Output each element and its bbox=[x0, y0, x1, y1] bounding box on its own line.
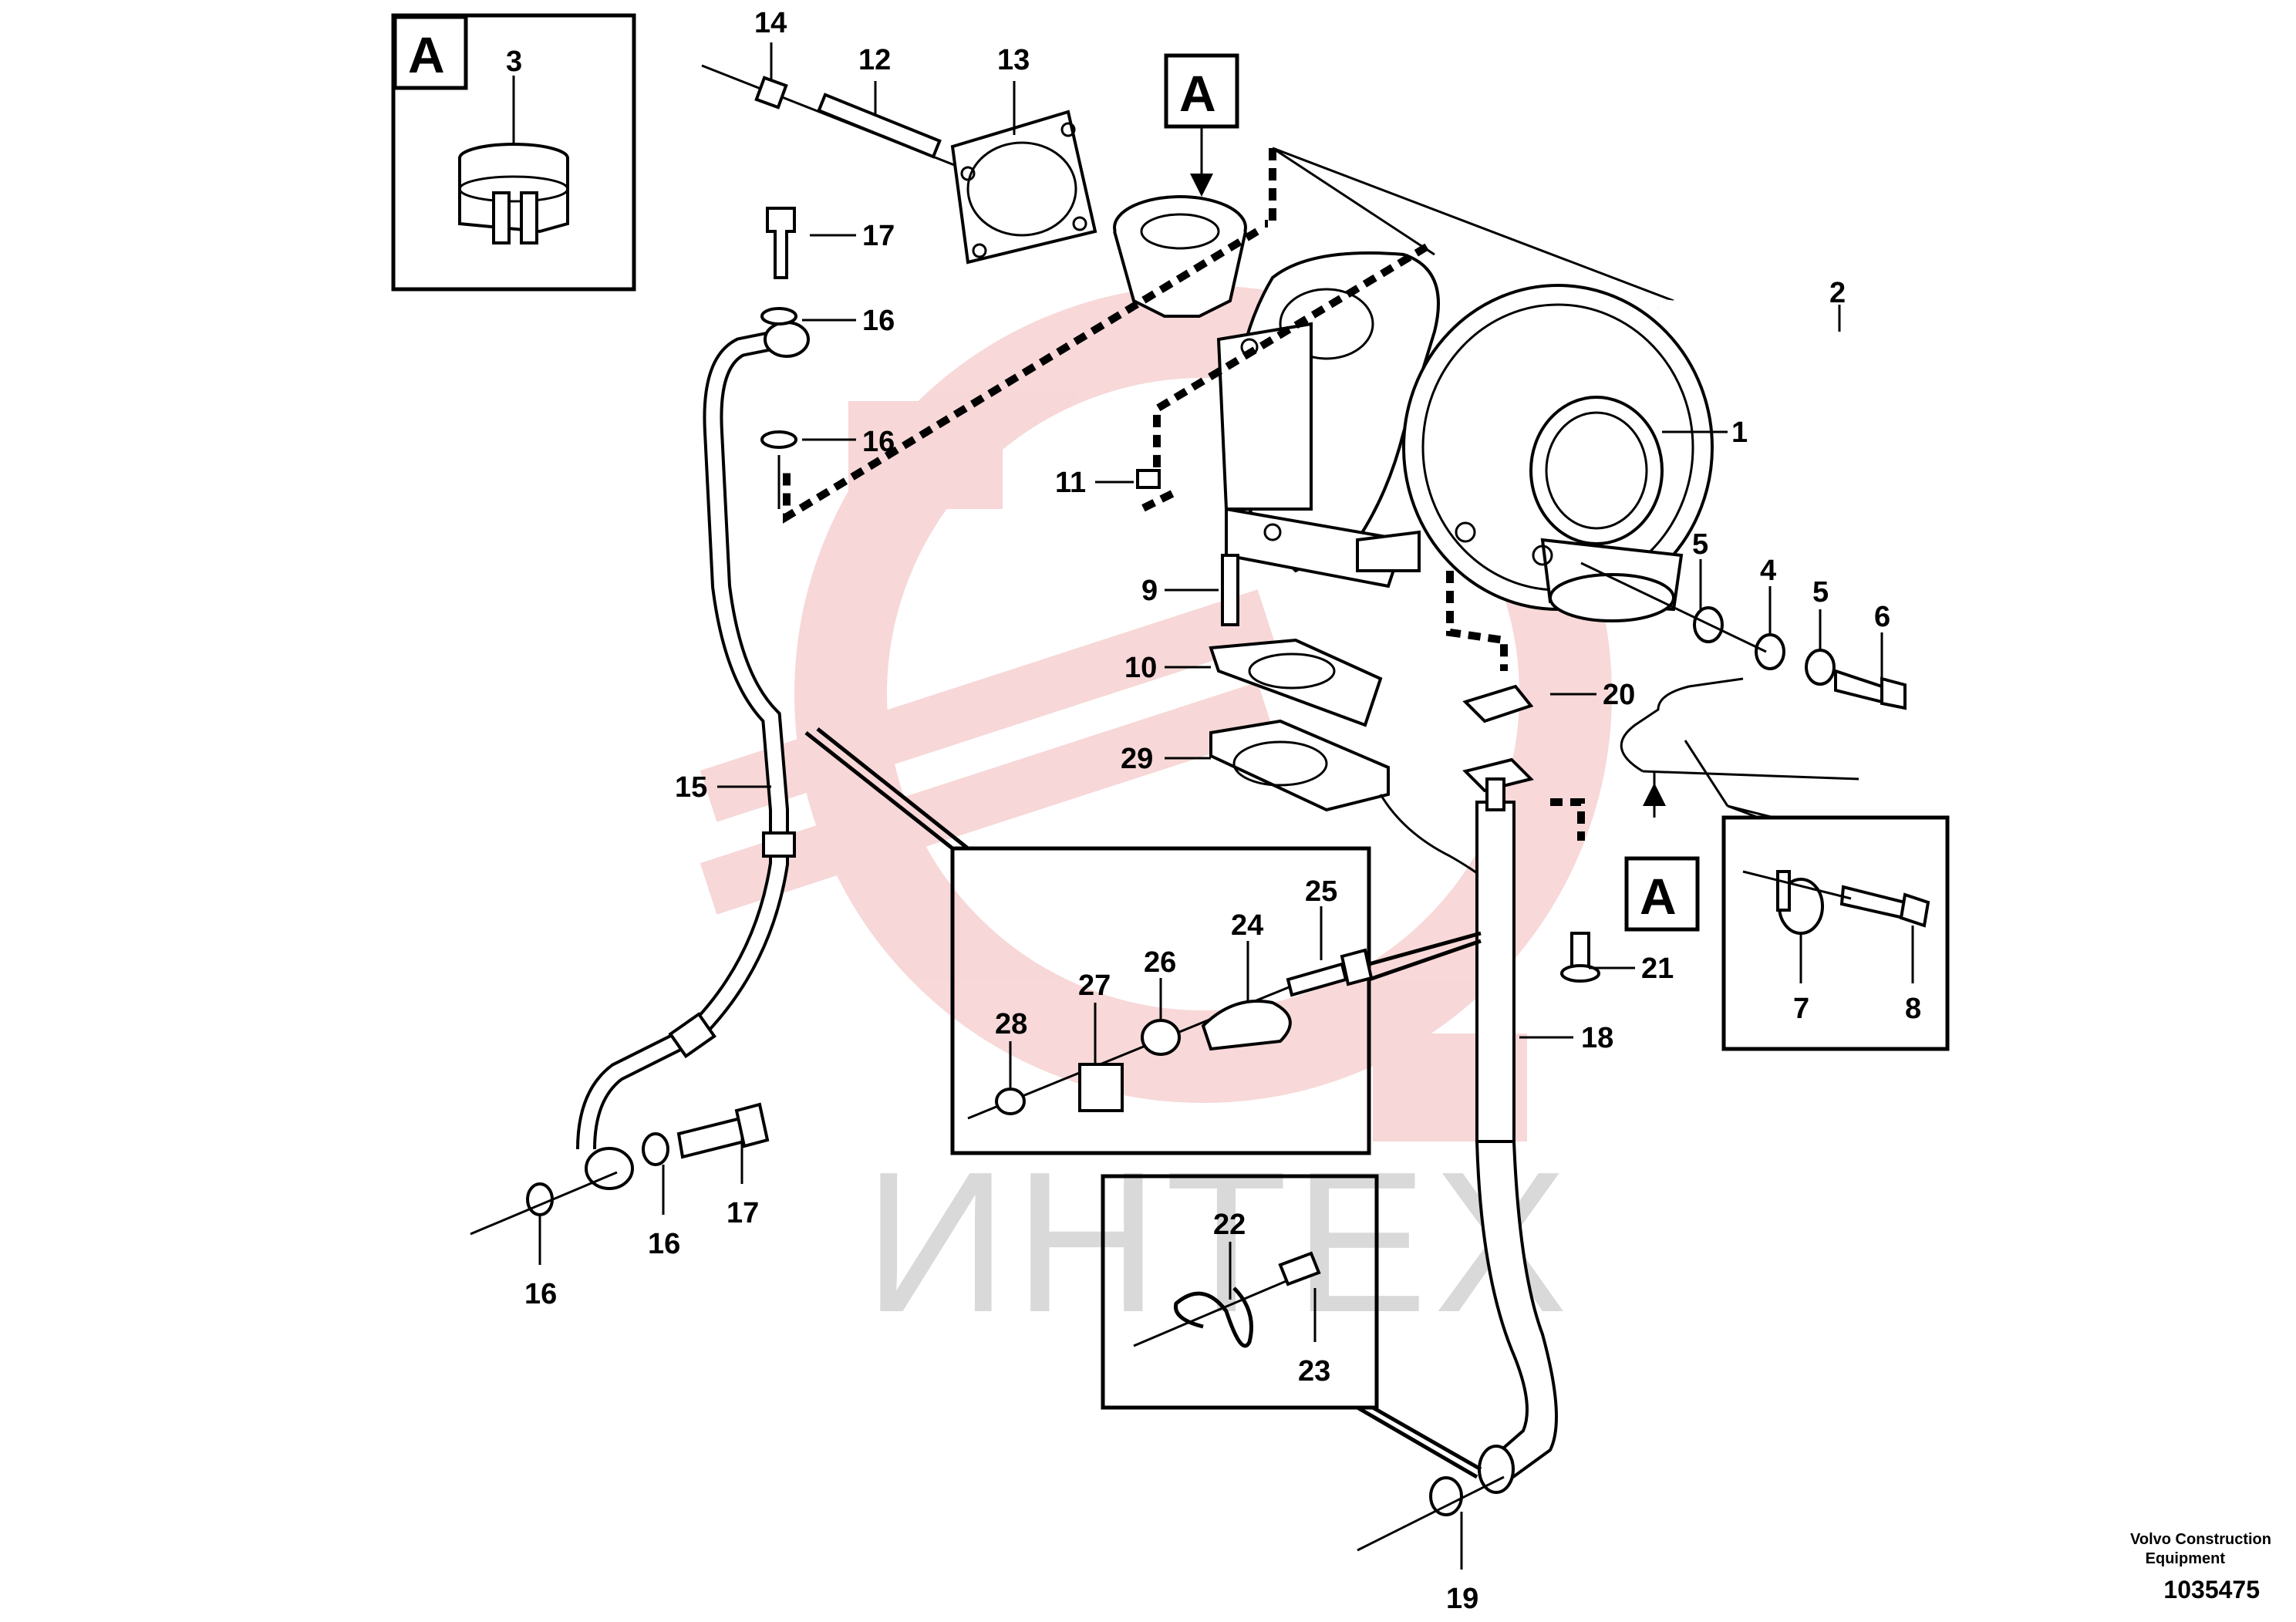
callout-24: 24 bbox=[1231, 909, 1263, 942]
callout-8: 8 bbox=[1905, 993, 1921, 1025]
callout-21: 21 bbox=[1641, 953, 1674, 985]
view-marker-a-lower: A bbox=[1624, 771, 1700, 932]
hose-2 bbox=[1657, 298, 1991, 789]
detail-box-clamp-7-8 bbox=[1721, 804, 1950, 1051]
callout-16a: 16 bbox=[862, 305, 895, 337]
callout-2: 2 bbox=[1829, 277, 1846, 309]
oil-drain-18 bbox=[1357, 684, 1600, 1552]
callout-17b: 17 bbox=[727, 1197, 759, 1229]
callout-5b: 5 bbox=[1812, 576, 1829, 609]
footer: Volvo Construction Equipment 1035475 bbox=[2130, 1531, 2271, 1603]
callout-15: 15 bbox=[675, 771, 707, 804]
callout-17a: 17 bbox=[862, 220, 895, 252]
leader-lines bbox=[538, 42, 1914, 1570]
callout-23: 23 bbox=[1298, 1355, 1330, 1388]
detail-box-clip-22-23 bbox=[1101, 1174, 1482, 1479]
callout-1: 1 bbox=[1731, 416, 1748, 449]
callout-4: 4 bbox=[1760, 555, 1776, 587]
callout-20: 20 bbox=[1603, 679, 1635, 711]
callout-3: 3 bbox=[506, 46, 522, 78]
turbocharger bbox=[1216, 251, 1714, 622]
callout-27: 27 bbox=[1078, 969, 1111, 1002]
callout-29: 29 bbox=[1121, 743, 1153, 775]
callout-22: 22 bbox=[1213, 1209, 1246, 1241]
callout-9: 9 bbox=[1141, 575, 1158, 607]
callout-labels: 1 2 3 4 5 5 6 7 8 9 10 11 12 13 14 15 16… bbox=[506, 7, 1921, 1615]
detail-box-a-rubber-mount: A bbox=[391, 13, 636, 292]
banjo-return bbox=[1580, 561, 1907, 807]
gaskets-center bbox=[1136, 469, 1513, 911]
callout-19: 19 bbox=[1446, 1583, 1478, 1615]
callout-10: 10 bbox=[1124, 652, 1157, 684]
rubber-mount-a: A bbox=[1113, 53, 1247, 318]
callout-14: 14 bbox=[754, 7, 787, 39]
detail-box-clamp-24-28 bbox=[804, 727, 1482, 1155]
footer-company: Volvo Construction bbox=[2130, 1531, 2271, 1548]
callout-6: 6 bbox=[1874, 601, 1890, 633]
oil-feed-pipe-15 bbox=[470, 207, 810, 1236]
callout-16b: 16 bbox=[862, 426, 895, 458]
watermark-text: ИНТЕХ bbox=[864, 1131, 1573, 1354]
alignment-lines bbox=[783, 147, 1674, 841]
svg-text:A: A bbox=[1640, 868, 1677, 925]
callout-7: 7 bbox=[1793, 993, 1809, 1025]
callout-26: 26 bbox=[1144, 946, 1176, 979]
callout-16d: 16 bbox=[524, 1278, 557, 1310]
callout-13: 13 bbox=[997, 44, 1030, 76]
hardware-top bbox=[701, 64, 1097, 265]
svg-text:A: A bbox=[1179, 65, 1216, 122]
callout-28: 28 bbox=[995, 1008, 1027, 1040]
footer-company-line2: Equipment bbox=[2146, 1550, 2226, 1567]
callout-11: 11 bbox=[1055, 467, 1086, 499]
callout-25: 25 bbox=[1305, 875, 1337, 908]
callout-18: 18 bbox=[1581, 1022, 1613, 1054]
drawing-number: 1035475 bbox=[2163, 1576, 2260, 1603]
view-marker-a: A bbox=[408, 26, 445, 83]
callout-12: 12 bbox=[858, 44, 891, 76]
callout-5a: 5 bbox=[1692, 528, 1708, 561]
callout-16c: 16 bbox=[648, 1228, 680, 1260]
